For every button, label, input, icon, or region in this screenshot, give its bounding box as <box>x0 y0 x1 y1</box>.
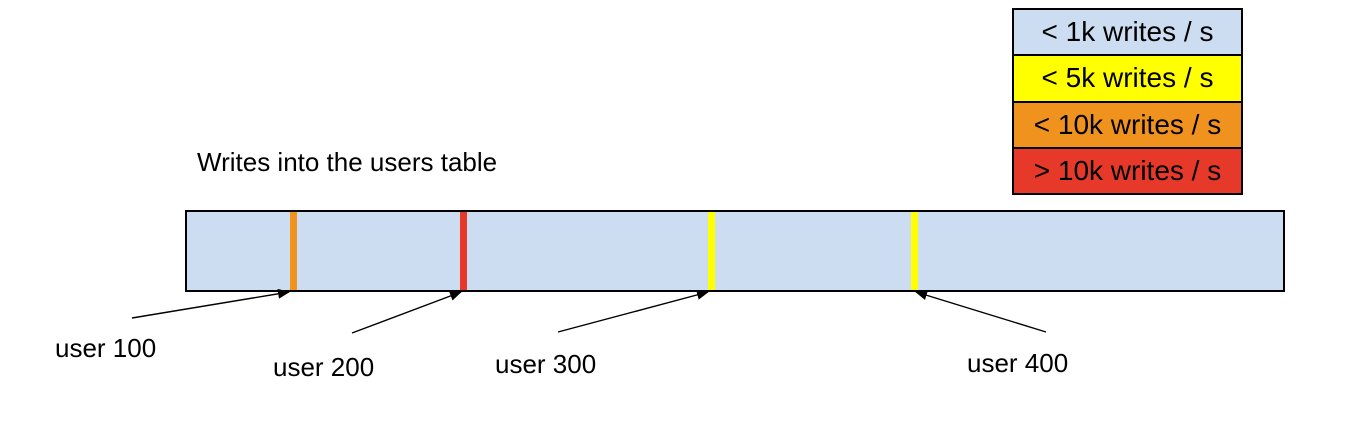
write-hotspot-stripe-user-100 <box>290 212 297 290</box>
user-label-3: user 400 <box>967 348 1069 378</box>
annotation-arrow-2 <box>557 290 709 333</box>
write-hotspot-stripe-user-200 <box>460 212 467 290</box>
write-hotspot-stripe-user-300 <box>708 212 715 290</box>
write-hotspot-stripe-user-400 <box>911 212 918 290</box>
annotation-arrow-0 <box>131 288 290 319</box>
user-label-1: user 200 <box>273 352 375 382</box>
legend: < 1k writes / s < 5k writes / s < 10k writ… <box>1012 8 1243 195</box>
user-label-0: user 100 <box>55 333 157 363</box>
legend-item-1: < 5k writes / s <box>1014 54 1241 101</box>
users-table-bar <box>185 210 1285 292</box>
legend-item-label: < 10k writes / s <box>1033 108 1222 140</box>
legend-item-3: > 10k writes / s <box>1014 146 1241 193</box>
legend-item-label: > 10k writes / s <box>1033 154 1222 186</box>
legend-item-label: < 1k writes / s <box>1041 16 1214 48</box>
annotation-arrow-3 <box>915 290 1047 333</box>
diagram-title: Writes into the users table <box>197 147 498 177</box>
user-label-2: user 300 <box>495 349 597 379</box>
legend-item-2: < 10k writes / s <box>1014 100 1241 147</box>
legend-item-0: < 1k writes / s <box>1014 10 1241 55</box>
annotation-arrow-1 <box>351 291 462 334</box>
legend-item-label: < 5k writes / s <box>1041 62 1214 94</box>
